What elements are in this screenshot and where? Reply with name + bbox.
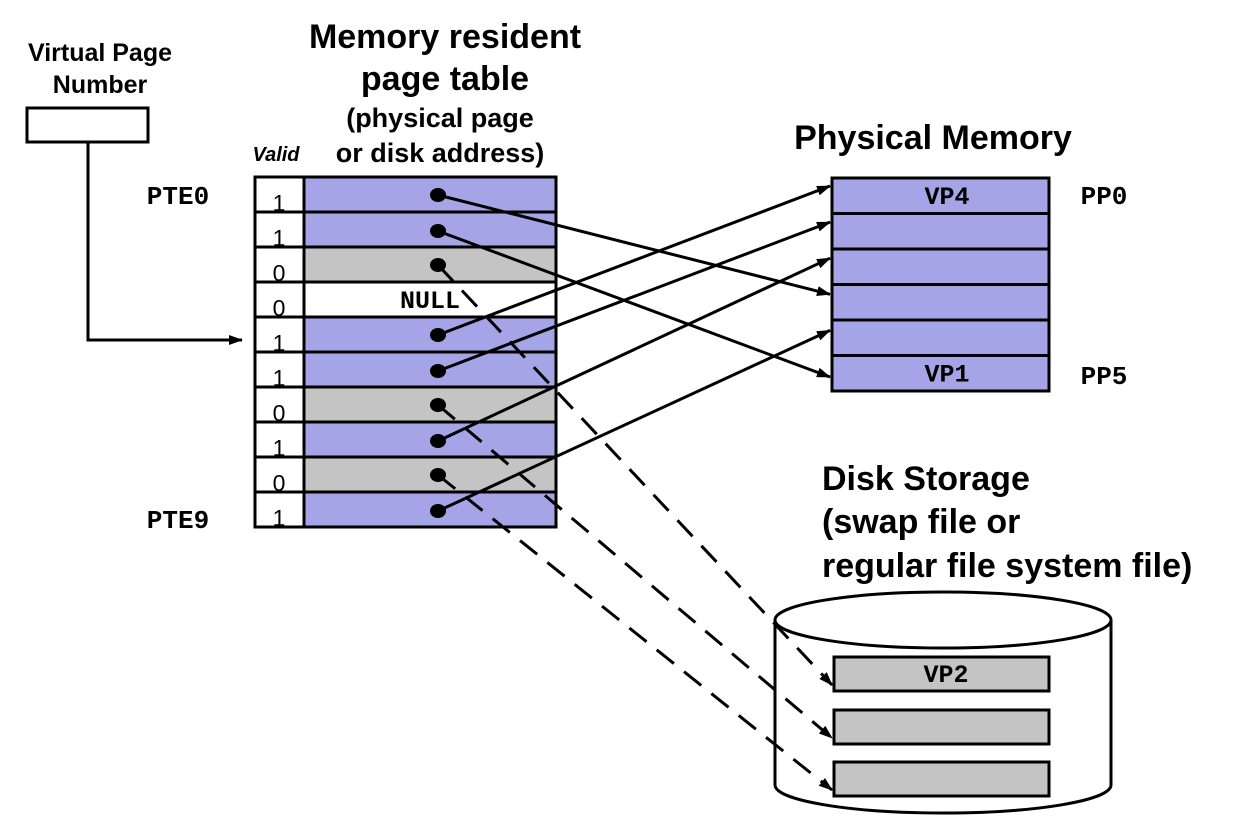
pte-address-cell bbox=[302, 280, 558, 319]
physical-memory-title: Physical Memory bbox=[794, 119, 1072, 157]
page-table-heading: Memory resident page table (physical pag… bbox=[252, 18, 581, 168]
valid-bit: 1 bbox=[273, 330, 286, 356]
memory-pointer-arrow bbox=[437, 184, 831, 337]
pte-valid-cell bbox=[253, 490, 306, 529]
physical-page-label: VP4 bbox=[924, 183, 969, 212]
pte9-label: PTE9 bbox=[147, 506, 209, 536]
physical-page bbox=[830, 318, 1051, 357]
pte-address-cell bbox=[302, 175, 558, 214]
valid-bit: 0 bbox=[273, 295, 286, 321]
disk-storage-heading: Disk Storage (swap file or regular file … bbox=[822, 460, 1192, 585]
pte-address-cell bbox=[302, 350, 558, 389]
memory-pointer-arrow bbox=[437, 256, 831, 443]
valid-bit: 1 bbox=[273, 225, 286, 251]
page-table-entry: 0 NULL bbox=[253, 280, 558, 321]
pte-address-cell bbox=[302, 420, 558, 459]
memory-pointer-arrow bbox=[437, 220, 831, 373]
page-table-entry: 1 bbox=[253, 315, 558, 356]
pte-address-cell bbox=[302, 490, 558, 529]
pte-pointers bbox=[436, 184, 834, 792]
disk-page: VP2 bbox=[832, 655, 1051, 693]
memory-pointer-arrow bbox=[437, 229, 831, 379]
valid-bit: 0 bbox=[273, 470, 286, 496]
physical-page-cell bbox=[830, 212, 1051, 251]
disk-page-cell bbox=[832, 655, 1051, 693]
physical-page bbox=[830, 247, 1051, 286]
physical-page-cell bbox=[830, 318, 1051, 357]
virtual-page-number: Virtual Page Number bbox=[25, 39, 243, 345]
page-table-subtitle-line1: (physical page bbox=[346, 103, 534, 133]
pte-address-cell bbox=[302, 210, 558, 249]
disk-storage-title-line1: Disk Storage bbox=[822, 460, 1030, 498]
physical-page-cell bbox=[830, 176, 1051, 215]
page-table-entry: 0 bbox=[253, 385, 558, 426]
pte-address-cell bbox=[302, 385, 558, 424]
disk-slots: VP2 bbox=[832, 655, 1051, 798]
page-table-title-line2: page table bbox=[361, 60, 529, 98]
valid-column-header: Valid bbox=[252, 144, 300, 166]
pte-address-cell bbox=[302, 245, 558, 284]
valid-bit: 0 bbox=[273, 400, 286, 426]
page-table-entry: 1 bbox=[253, 210, 558, 251]
valid-bit: 1 bbox=[273, 505, 286, 531]
pp5-label: PP5 bbox=[1081, 362, 1128, 392]
pte-address-cell bbox=[302, 315, 558, 354]
disk-page-label: VP2 bbox=[923, 661, 968, 690]
physical-page: VP4 bbox=[830, 176, 1051, 215]
disk-storage-title-line3: regular file system file) bbox=[822, 547, 1192, 585]
physical-page bbox=[830, 212, 1051, 251]
disk-page-cell bbox=[832, 760, 1051, 798]
memory-pointer-arrow bbox=[437, 193, 831, 296]
vpn-label-line1: Virtual Page bbox=[28, 39, 172, 67]
pte0-label: PTE0 bbox=[147, 182, 209, 212]
page-table-entry: 1 bbox=[253, 490, 558, 531]
pte-valid-cell bbox=[253, 420, 306, 459]
physical-page-cell bbox=[830, 247, 1051, 286]
disk-pointer-arrow bbox=[437, 473, 833, 792]
disk-page bbox=[832, 760, 1051, 798]
page-table-entry: 1 bbox=[253, 175, 558, 216]
physical-page-cell bbox=[830, 354, 1051, 393]
vpn-label-line2: Number bbox=[53, 71, 148, 99]
valid-bit: 1 bbox=[273, 365, 286, 391]
physical-page: VP1 bbox=[830, 354, 1051, 393]
page-table-entry: 0 bbox=[253, 245, 558, 286]
pp0-label: PP0 bbox=[1081, 182, 1128, 212]
page-table-title-line1: Memory resident bbox=[309, 18, 581, 56]
disk-storage-title-line2: (swap file or bbox=[822, 503, 1020, 541]
disk-page bbox=[832, 708, 1051, 746]
disk-top bbox=[773, 590, 1113, 650]
physical-page-cell bbox=[830, 283, 1051, 322]
pte-valid-cell bbox=[253, 315, 306, 354]
valid-bit: 0 bbox=[273, 260, 286, 286]
disk-pointer-arrow bbox=[436, 263, 834, 687]
page-table-entry: 1 bbox=[253, 350, 558, 391]
memory-pointer-arrow bbox=[437, 329, 831, 513]
page-table-subtitle-line2: or disk address) bbox=[336, 138, 545, 168]
disk-pointer-arrow bbox=[437, 403, 833, 740]
valid-bit: 1 bbox=[273, 435, 286, 461]
disk-page-cell bbox=[832, 708, 1051, 746]
vpn-arrow bbox=[86, 142, 243, 345]
null-label: NULL bbox=[400, 287, 460, 316]
physical-page-label: VP1 bbox=[924, 361, 969, 390]
page-table-entry: 1 bbox=[253, 420, 558, 461]
valid-bit: 1 bbox=[273, 190, 286, 216]
vpn-box bbox=[25, 106, 150, 144]
physical-page bbox=[830, 283, 1051, 322]
page-table-entry: 0 bbox=[253, 455, 558, 496]
